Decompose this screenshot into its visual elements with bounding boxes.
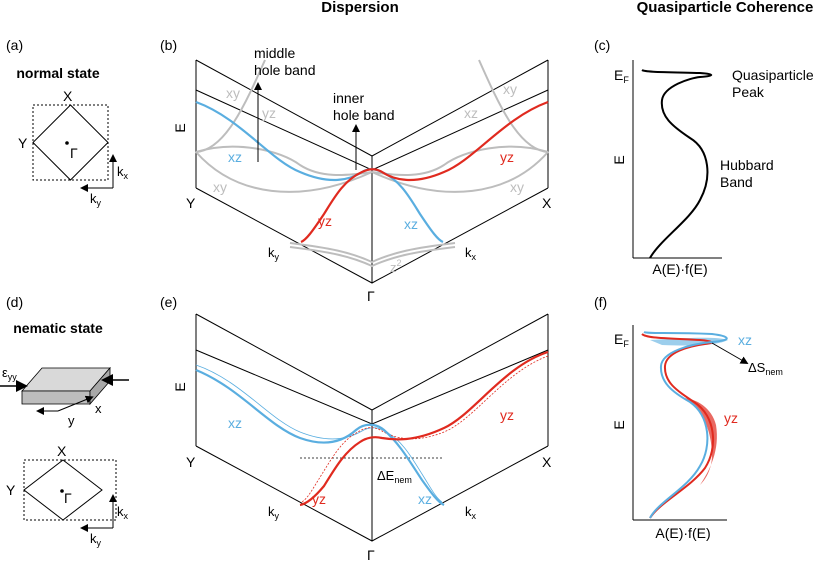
xy-label-right-bot: xy xyxy=(510,179,524,195)
y-axis-label: y xyxy=(68,413,75,428)
yz-band xyxy=(299,350,549,507)
delta-s-label: ΔSnem xyxy=(748,360,783,377)
xy-label-left-top: xy xyxy=(226,85,240,101)
xz-label-blue: xz xyxy=(418,491,432,507)
yz-label-red: yz xyxy=(312,491,326,507)
strain-label: εyy xyxy=(2,365,17,382)
spectral-curve xyxy=(641,69,713,259)
panel-label-b: (b) xyxy=(160,37,177,53)
yz-band-left-gray xyxy=(195,145,373,177)
hubbard-label-2: Band xyxy=(720,174,753,190)
gamma-label: Γ xyxy=(64,490,72,506)
delta-e-label: ΔEnem xyxy=(377,468,412,485)
yz-label-right: yz xyxy=(500,407,514,423)
x-axis-label: x xyxy=(95,401,102,416)
middle-hole-label-1: middle xyxy=(254,45,295,61)
kx-label: kx xyxy=(465,504,477,521)
qp-peak-label-2: Peak xyxy=(732,84,765,100)
y-point-label: Y xyxy=(18,135,28,151)
middle-hole-label-2: hole band xyxy=(254,62,316,78)
delta-s-arrow xyxy=(711,342,749,364)
panel-e: ΔEnem xz yz yz xz E Y X Γ ky kx xyxy=(172,313,552,563)
z2-band-1 xyxy=(289,242,456,264)
xz-label-left: xz xyxy=(228,415,242,431)
ky-label: ky xyxy=(268,504,280,521)
x-point-label: X xyxy=(542,454,552,470)
header-coherence: Quasiparticle Coherence xyxy=(637,0,814,16)
ky-label: ky xyxy=(90,531,102,548)
xz-band xyxy=(195,368,445,506)
xz-reference-band xyxy=(195,364,443,503)
yz-curve xyxy=(641,333,715,519)
kx-label: kx xyxy=(117,504,129,521)
ky-label: ky xyxy=(90,191,102,208)
x-axis-arrow xyxy=(57,395,94,412)
yz-band xyxy=(300,100,549,244)
inner-hole-label-2: hole band xyxy=(333,107,395,123)
yz-label-red: yz xyxy=(318,213,332,229)
xz-band-right-gray xyxy=(371,145,549,177)
yz-label: yz xyxy=(724,410,738,426)
brillouin-zone-rhombus xyxy=(23,459,103,521)
xz-curve xyxy=(643,331,728,519)
x-point-label: X xyxy=(57,443,67,459)
panel-label-c: (c) xyxy=(594,37,610,53)
panel-b: middle hole band inner hole band xy yz x… xyxy=(172,45,552,304)
x-point-label: X xyxy=(542,195,552,211)
yz-reference-band xyxy=(301,355,549,503)
inner-hole-label-1: inner xyxy=(333,90,364,106)
energy-axis-label: E xyxy=(611,155,627,164)
gamma-label: Γ xyxy=(367,288,375,304)
hubbard-label-1: Hubbard xyxy=(720,157,774,173)
xz-label-right: xz xyxy=(404,216,418,232)
y-point-label: Y xyxy=(186,195,196,211)
ky-label: ky xyxy=(268,245,280,262)
panel-label-d: (d) xyxy=(6,294,23,310)
gamma-label: Γ xyxy=(367,547,375,563)
kx-label: kx xyxy=(117,164,129,181)
panel-label-e: (e) xyxy=(160,294,177,310)
nematic-state-title: nematic state xyxy=(13,320,103,336)
gamma-label: Γ xyxy=(70,145,78,161)
y-point-label: Y xyxy=(186,454,196,470)
x-point-label: X xyxy=(63,88,73,104)
kx-label: kx xyxy=(465,245,477,262)
header-dispersion: Dispersion xyxy=(321,0,399,16)
energy-axis-label: E xyxy=(172,382,188,391)
yz-label-right: yz xyxy=(500,149,514,165)
brillouin-zone-diamond xyxy=(32,104,109,181)
energy-axis-label: E xyxy=(172,123,188,132)
gamma-point xyxy=(60,489,64,493)
panel-a: normal state Γ X Y kx ky xyxy=(16,65,128,208)
xz-label: xz xyxy=(738,332,752,348)
xy-label-left-bot: xy xyxy=(213,179,227,195)
gamma-point xyxy=(65,141,69,145)
ef-label: EF xyxy=(614,67,629,85)
qp-peak-label-1: Quasiparticle xyxy=(732,67,814,83)
brillouin-zone-square xyxy=(32,104,109,181)
panel-d: nematic state εyy x y Γ X Y kx ky xyxy=(0,320,129,548)
normal-state-title: normal state xyxy=(16,65,99,81)
frame-top xyxy=(195,313,549,411)
panel-label-f: (f) xyxy=(594,294,607,310)
xz-label-right-top: xz xyxy=(464,105,478,121)
panel-c: EF E Quasiparticle Peak Hubbard Band A(E… xyxy=(611,60,814,277)
xy-label-right-top: xy xyxy=(503,81,517,97)
panel-label-a: (a) xyxy=(6,37,23,53)
panel-f: EF E xz yz ΔSnem A(E)·f(E) xyxy=(611,325,783,541)
z2-band-2 xyxy=(289,246,456,268)
y-point-label: Y xyxy=(6,482,16,498)
x-axis-label: A(E)·f(E) xyxy=(652,261,707,277)
x-axis-label: A(E)·f(E) xyxy=(655,525,710,541)
z2-label: z2 xyxy=(390,258,402,275)
energy-axis-label: E xyxy=(611,420,627,429)
yz-label-left-top: yz xyxy=(262,105,276,121)
xz-label-left: xz xyxy=(228,149,242,165)
ef-label: EF xyxy=(614,331,629,349)
